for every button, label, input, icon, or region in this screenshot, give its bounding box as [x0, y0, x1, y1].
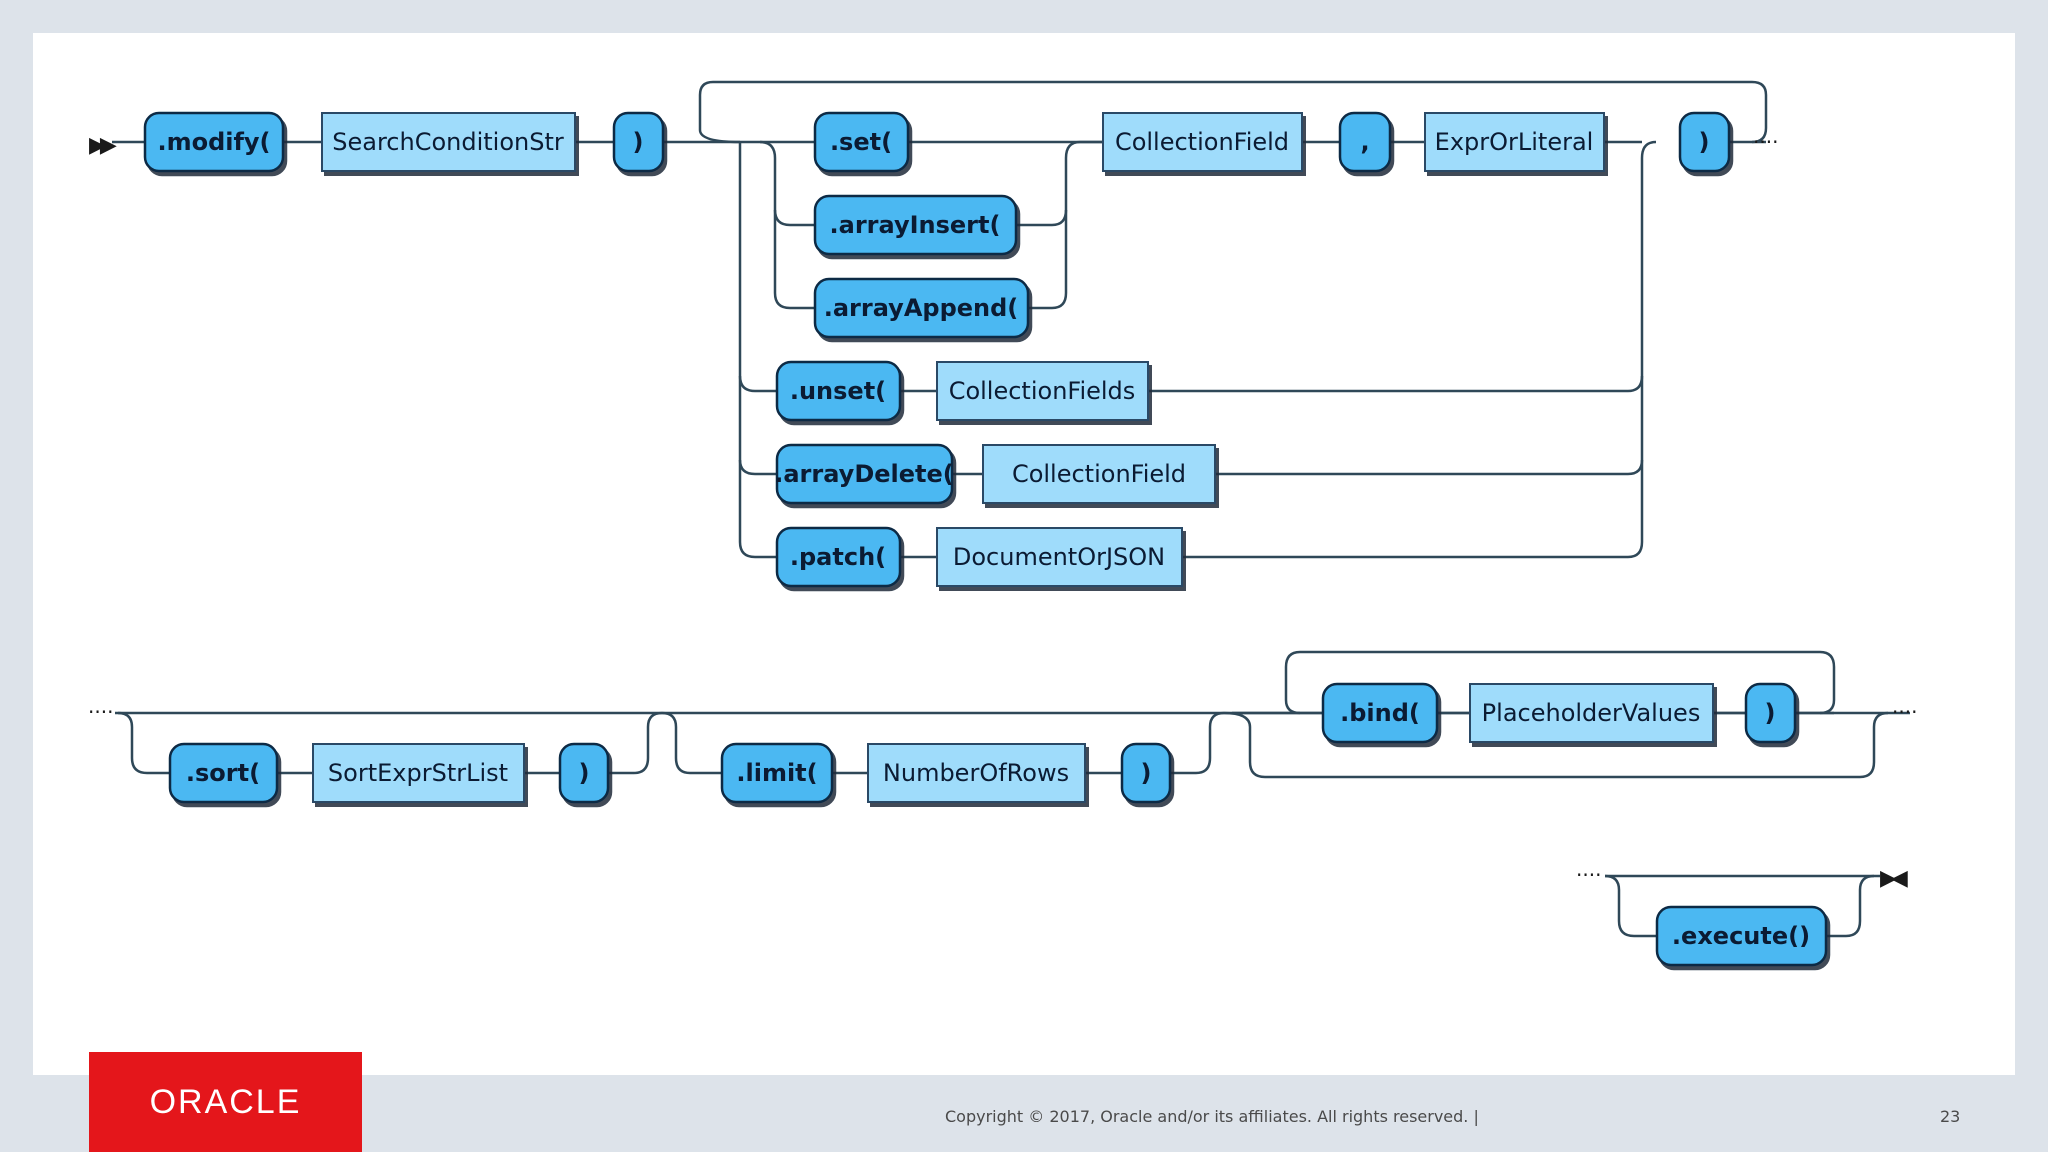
nonterminal-number-of-rows: NumberOfRows	[867, 743, 1086, 803]
keyword-patch: .patch(	[775, 526, 902, 588]
keyword-close-paren: )	[612, 111, 665, 173]
continuation-marker: ····	[1576, 863, 1601, 887]
svg-text:CollectionField: CollectionField	[1012, 460, 1186, 488]
continuation-marker: ····	[88, 700, 113, 724]
keyword-limit-close-paren: )	[1120, 742, 1172, 804]
svg-text:.limit(: .limit(	[736, 759, 817, 787]
start-marker-icon: ▶▶	[89, 133, 117, 158]
keyword-set-close-paren: )	[1678, 111, 1731, 173]
keyword-set: .set(	[813, 111, 910, 173]
copyright-text: Copyright © 2017, Oracle and/or its affi…	[945, 1107, 1479, 1126]
continuation-marker: ····	[1892, 700, 1917, 724]
svg-text:SearchConditionStr: SearchConditionStr	[332, 128, 564, 156]
svg-text:.bind(: .bind(	[1340, 699, 1420, 727]
oracle-logo-text: ORACLE	[149, 1082, 302, 1121]
svg-text:.arrayInsert(: .arrayInsert(	[830, 211, 1001, 239]
keyword-bind: .bind(	[1321, 682, 1439, 744]
svg-text:): )	[579, 759, 590, 787]
svg-text:): )	[633, 128, 644, 156]
svg-text:): )	[1699, 128, 1710, 156]
keyword-execute: .execute()	[1655, 905, 1828, 967]
keyword-unset: .unset(	[775, 360, 902, 422]
keyword-array-delete: .arrayDelete(	[774, 443, 954, 505]
svg-text:ExprOrLiteral: ExprOrLiteral	[1435, 128, 1594, 156]
nonterminal-delete-collection-field: CollectionField	[982, 444, 1216, 504]
keyword-modify: .modify(	[143, 111, 285, 173]
keyword-array-insert: .arrayInsert(	[813, 194, 1018, 256]
keyword-comma: ,	[1338, 111, 1392, 173]
svg-text:.execute(): .execute()	[1672, 922, 1810, 950]
nonterminal-collection-fields: CollectionFields	[936, 361, 1149, 421]
svg-text:SortExprStrList: SortExprStrList	[328, 759, 508, 787]
nonterminal-expr-or-literal: ExprOrLiteral	[1424, 112, 1605, 172]
connector-lines	[112, 80, 1910, 938]
continuation-marker: ····	[1753, 130, 1778, 154]
nonterminal-document-or-json: DocumentOrJSON	[936, 527, 1183, 587]
svg-text:.arrayAppend(: .arrayAppend(	[824, 294, 1019, 322]
svg-text:CollectionField: CollectionField	[1115, 128, 1289, 156]
oracle-logo: ORACLE	[89, 1052, 362, 1152]
svg-text:CollectionFields: CollectionFields	[949, 377, 1136, 405]
page-number: 23	[1940, 1107, 1961, 1126]
keyword-limit: .limit(	[720, 742, 834, 804]
nonterminal-search-condition-str: SearchConditionStr	[321, 112, 576, 172]
keyword-sort: .sort(	[168, 742, 279, 804]
svg-text:.patch(: .patch(	[790, 543, 886, 571]
keyword-sort-close-paren: )	[558, 742, 610, 804]
svg-text:.modify(: .modify(	[157, 128, 270, 156]
keyword-bind-close-paren: )	[1744, 682, 1797, 744]
svg-text:NumberOfRows: NumberOfRows	[883, 759, 1069, 787]
svg-text:): )	[1141, 759, 1152, 787]
nonterminal-sort-expr-str-list: SortExprStrList	[312, 743, 525, 803]
svg-text:DocumentOrJSON: DocumentOrJSON	[953, 543, 1165, 571]
svg-text:.set(: .set(	[830, 128, 892, 156]
keyword-array-append: .arrayAppend(	[813, 277, 1030, 339]
svg-text:.sort(: .sort(	[186, 759, 260, 787]
end-marker-icon: ▶◀	[1880, 866, 1908, 891]
svg-text:.unset(: .unset(	[790, 377, 886, 405]
svg-text:PlaceholderValues: PlaceholderValues	[1482, 699, 1701, 727]
nonterminal-placeholder-values: PlaceholderValues	[1469, 683, 1714, 743]
svg-text:.arrayDelete(: .arrayDelete(	[774, 460, 954, 488]
nonterminal-collection-field: CollectionField	[1102, 112, 1303, 172]
svg-text:): )	[1765, 699, 1776, 727]
svg-text:,: ,	[1360, 128, 1369, 156]
